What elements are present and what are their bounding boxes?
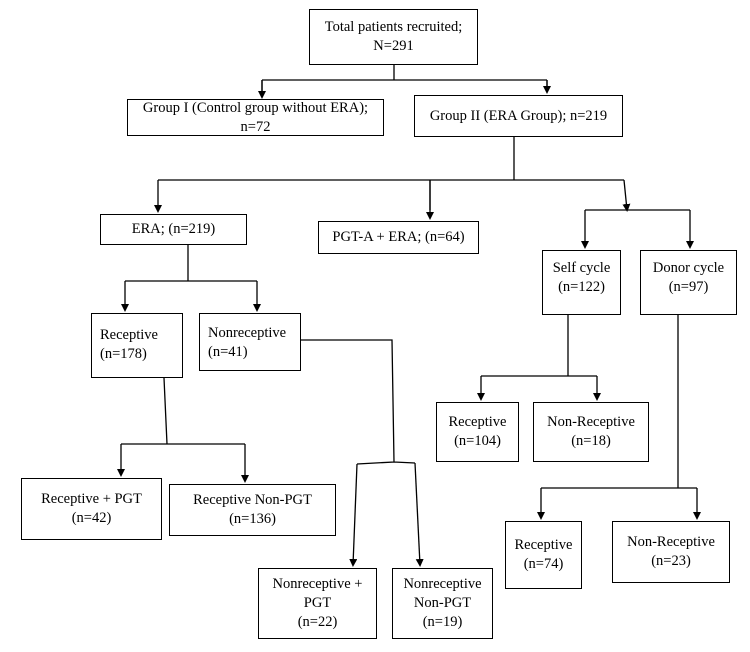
era-label: ERA; (n=219)	[131, 221, 216, 237]
edge-self-split	[481, 315, 597, 377]
nonreceptive-box: Nonreceptive (n=41)	[199, 313, 301, 371]
receptive-pgt-box: Receptive + PGT (n=42)	[21, 478, 162, 540]
nonreceptive-nonpgt-label: Nonreceptive Non-PGT (n=19)	[403, 576, 482, 630]
self-receptive-label: Receptive (n=104)	[448, 414, 507, 449]
donor-receptive-label: Receptive (n=74)	[514, 537, 573, 572]
nonreceptive-pgt-box: Nonreceptive + PGT (n=22)	[258, 568, 377, 639]
donor-cycle-box: Donor cycle (n=97)	[640, 250, 737, 315]
receptive-box: Receptive (n=178)	[91, 313, 183, 378]
total-patients-box: Total patients recruited; N=291	[309, 9, 478, 65]
receptive-label: Receptive (n=178)	[100, 327, 158, 362]
nonreceptive-nonpgt-box: Nonreceptive Non-PGT (n=19)	[392, 568, 493, 639]
self-cycle-label: Self cycle (n=122)	[552, 260, 611, 295]
edge-receptive-split	[121, 377, 245, 445]
self-cycle-box: Self cycle (n=122)	[542, 250, 621, 315]
era-box: ERA; (n=219)	[100, 214, 247, 245]
group-1-label: Group I (Control group without ERA); n=7…	[142, 99, 369, 135]
donor-nonreceptive-box: Non-Receptive (n=23)	[612, 521, 730, 583]
donor-cycle-label: Donor cycle (n=97)	[652, 260, 725, 295]
receptive-pgt-label: Receptive + PGT (n=42)	[41, 491, 142, 526]
nonreceptive-pgt-label: Nonreceptive + PGT (n=22)	[272, 576, 363, 630]
edge-group2-split	[158, 137, 624, 210]
edge-era-split	[125, 245, 257, 282]
receptive-nonpgt-label: Receptive Non-PGT (n=136)	[193, 492, 312, 527]
donor-nonreceptive-label: Non-Receptive (n=23)	[627, 534, 715, 569]
pgta-era-box: PGT-A + ERA; (n=64)	[318, 221, 479, 254]
edge-nonreceptive-split	[301, 339, 416, 465]
edge-total-to-groups	[261, 64, 548, 95]
group-2-box: Group II (ERA Group); n=219	[414, 95, 623, 137]
group-1-box: Group I (Control group without ERA); n=7…	[127, 99, 384, 136]
nonreceptive-label: Nonreceptive (n=41)	[208, 325, 287, 360]
donor-receptive-box: Receptive (n=74)	[505, 521, 582, 589]
pgta-era-label: PGT-A + ERA; (n=64)	[332, 229, 465, 245]
receptive-nonpgt-box: Receptive Non-PGT (n=136)	[169, 484, 336, 536]
self-receptive-box: Receptive (n=104)	[436, 402, 519, 462]
group-2-label: Group II (ERA Group); n=219	[429, 107, 608, 124]
total-patients-label: Total patients recruited; N=291	[324, 19, 463, 54]
self-nonreceptive-box: Non-Receptive (n=18)	[533, 402, 649, 462]
self-nonreceptive-label: Non-Receptive (n=18)	[547, 414, 635, 449]
edge-donor-split	[541, 315, 697, 489]
